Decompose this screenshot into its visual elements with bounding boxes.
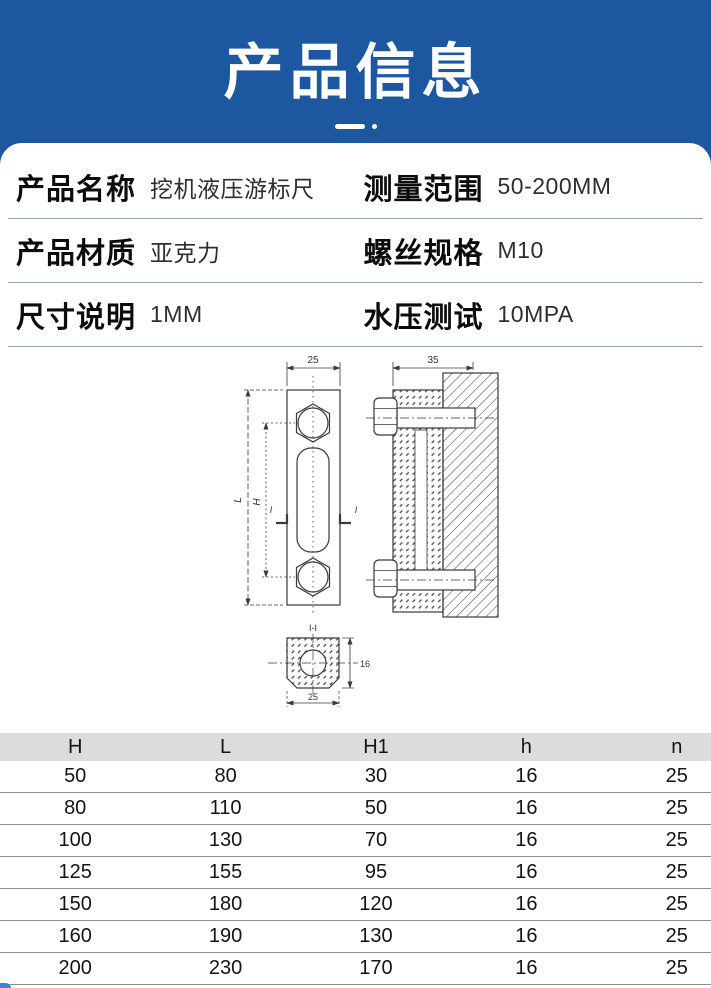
table-cell: 25	[665, 925, 688, 947]
column-header-H: H	[67, 735, 83, 758]
spec-value: 10MPA	[497, 301, 574, 327]
spec-label: 产品名称	[16, 173, 137, 206]
spec-row-2: 产品材质 亚克力 螺丝规格 M10	[8, 219, 703, 283]
spec-measure-range: 测量范围 50-200MM	[356, 166, 704, 208]
table-cell: 50	[364, 797, 388, 819]
table-cell: 130	[208, 829, 243, 851]
dimension-table-inner: H L H1 h n 50 80 30 16 25 80 110 50 16 2…	[0, 733, 711, 985]
table-cell: 70	[364, 829, 388, 851]
dim-front-width: 25	[307, 355, 319, 366]
table-cell: 25	[665, 797, 688, 819]
column-header-H1: H1	[363, 735, 389, 758]
column-header-L: L	[220, 735, 232, 758]
table-cell: 16	[515, 829, 538, 851]
spec-material: 产品材质 亚克力	[8, 230, 356, 272]
side-section-view	[366, 362, 499, 618]
column-header-h: h	[520, 735, 532, 758]
table-cell: 25	[665, 957, 688, 979]
underline-bar	[334, 124, 365, 129]
dim-length-label: L	[233, 497, 244, 503]
table-cell: 120	[359, 893, 393, 915]
table-cell: 100	[58, 829, 92, 851]
dimension-table: H L H1 h n 50 80 30 16 25 80 110 50 16 2…	[0, 733, 711, 985]
table-cell: 155	[208, 861, 243, 883]
table-row: 80 110 50 16 25	[0, 793, 711, 825]
table-row: 125 155 95 16 25	[0, 857, 711, 889]
table-cell: 30	[364, 765, 388, 787]
table-cell: 110	[209, 797, 242, 819]
dim-height-label: H	[252, 498, 263, 506]
table-header-row: H L H1 h n	[0, 733, 711, 761]
column-header-n: n	[671, 735, 683, 758]
spec-size-note: 尺寸说明 1MM	[8, 294, 356, 336]
underline-dot	[371, 124, 377, 129]
spec-label: 螺丝规格	[363, 237, 484, 270]
table-cell: 16	[515, 861, 538, 883]
table-cell: 16	[515, 893, 538, 915]
dim-side-width: 35	[427, 355, 439, 366]
table-cell: 25	[665, 765, 688, 787]
section-title: I-I	[309, 623, 317, 633]
next-section-corner	[0, 983, 11, 988]
table-cell: 80	[64, 797, 87, 819]
table-cell: 80	[214, 765, 237, 787]
spec-value: 1MM	[150, 301, 203, 327]
spec-label: 产品材质	[16, 237, 137, 270]
table-row: 50 80 30 16 25	[0, 761, 711, 793]
spec-label: 水压测试	[363, 301, 484, 334]
table-cell: 25	[665, 829, 688, 851]
table-cell: 25	[665, 861, 688, 883]
spec-list: 产品名称 挖机液压游标尺 测量范围 50-200MM 产品材质 亚克力 螺丝规格…	[0, 143, 711, 347]
table-cell: 25	[665, 893, 688, 915]
spec-value: 50-200MM	[497, 173, 612, 199]
table-cell: 230	[208, 957, 243, 979]
spec-label: 测量范围	[363, 173, 484, 206]
table-cell: 150	[58, 893, 92, 915]
table-row: 160 190 130 16 25	[0, 921, 711, 953]
table-cell: 170	[359, 957, 393, 979]
page-title: 产品信息	[223, 39, 488, 106]
table-cell: 130	[359, 925, 393, 947]
table-cell: 95	[364, 861, 388, 883]
title-underline	[0, 124, 711, 129]
table-cell: 16	[515, 797, 538, 819]
spec-value: M10	[497, 237, 544, 263]
section-mark-left: I	[270, 505, 273, 515]
table-row: 100 130 70 16 25	[0, 825, 711, 857]
spec-label: 尺寸说明	[16, 301, 137, 334]
table-row: 150 180 120 16 25	[0, 889, 711, 921]
table-cell: 200	[58, 957, 92, 979]
spec-product-name: 产品名称 挖机液压游标尺	[8, 166, 356, 208]
table-row: 200 230 170 16 25	[0, 953, 711, 985]
technical-drawing: 25 35 L H I I I-I 16 25	[233, 355, 499, 707]
table-cell: 160	[58, 925, 92, 947]
table-cell: 16	[515, 957, 538, 979]
spec-row-3: 尺寸说明 1MM 水压测试 10MPA	[8, 283, 703, 347]
section-mark-right: I	[355, 505, 358, 515]
dim-section-height: 16	[360, 659, 370, 669]
table-cell: 50	[64, 765, 87, 787]
dim-section-width: 25	[308, 692, 318, 702]
front-view	[244, 362, 351, 616]
table-cell: 16	[515, 765, 538, 787]
table-cell: 190	[208, 925, 243, 947]
table-cell: 180	[208, 893, 243, 915]
spec-pressure-test: 水压测试 10MPA	[356, 294, 704, 336]
spec-screw-size: 螺丝规格 M10	[356, 230, 704, 272]
cross-section-view	[268, 634, 358, 707]
spec-row-1: 产品名称 挖机液压游标尺 测量范围 50-200MM	[8, 155, 703, 219]
table-cell: 16	[515, 925, 538, 947]
table-cell: 125	[58, 861, 92, 883]
spec-value: 亚克力	[150, 239, 221, 266]
spec-value: 挖机液压游标尺	[150, 175, 315, 202]
